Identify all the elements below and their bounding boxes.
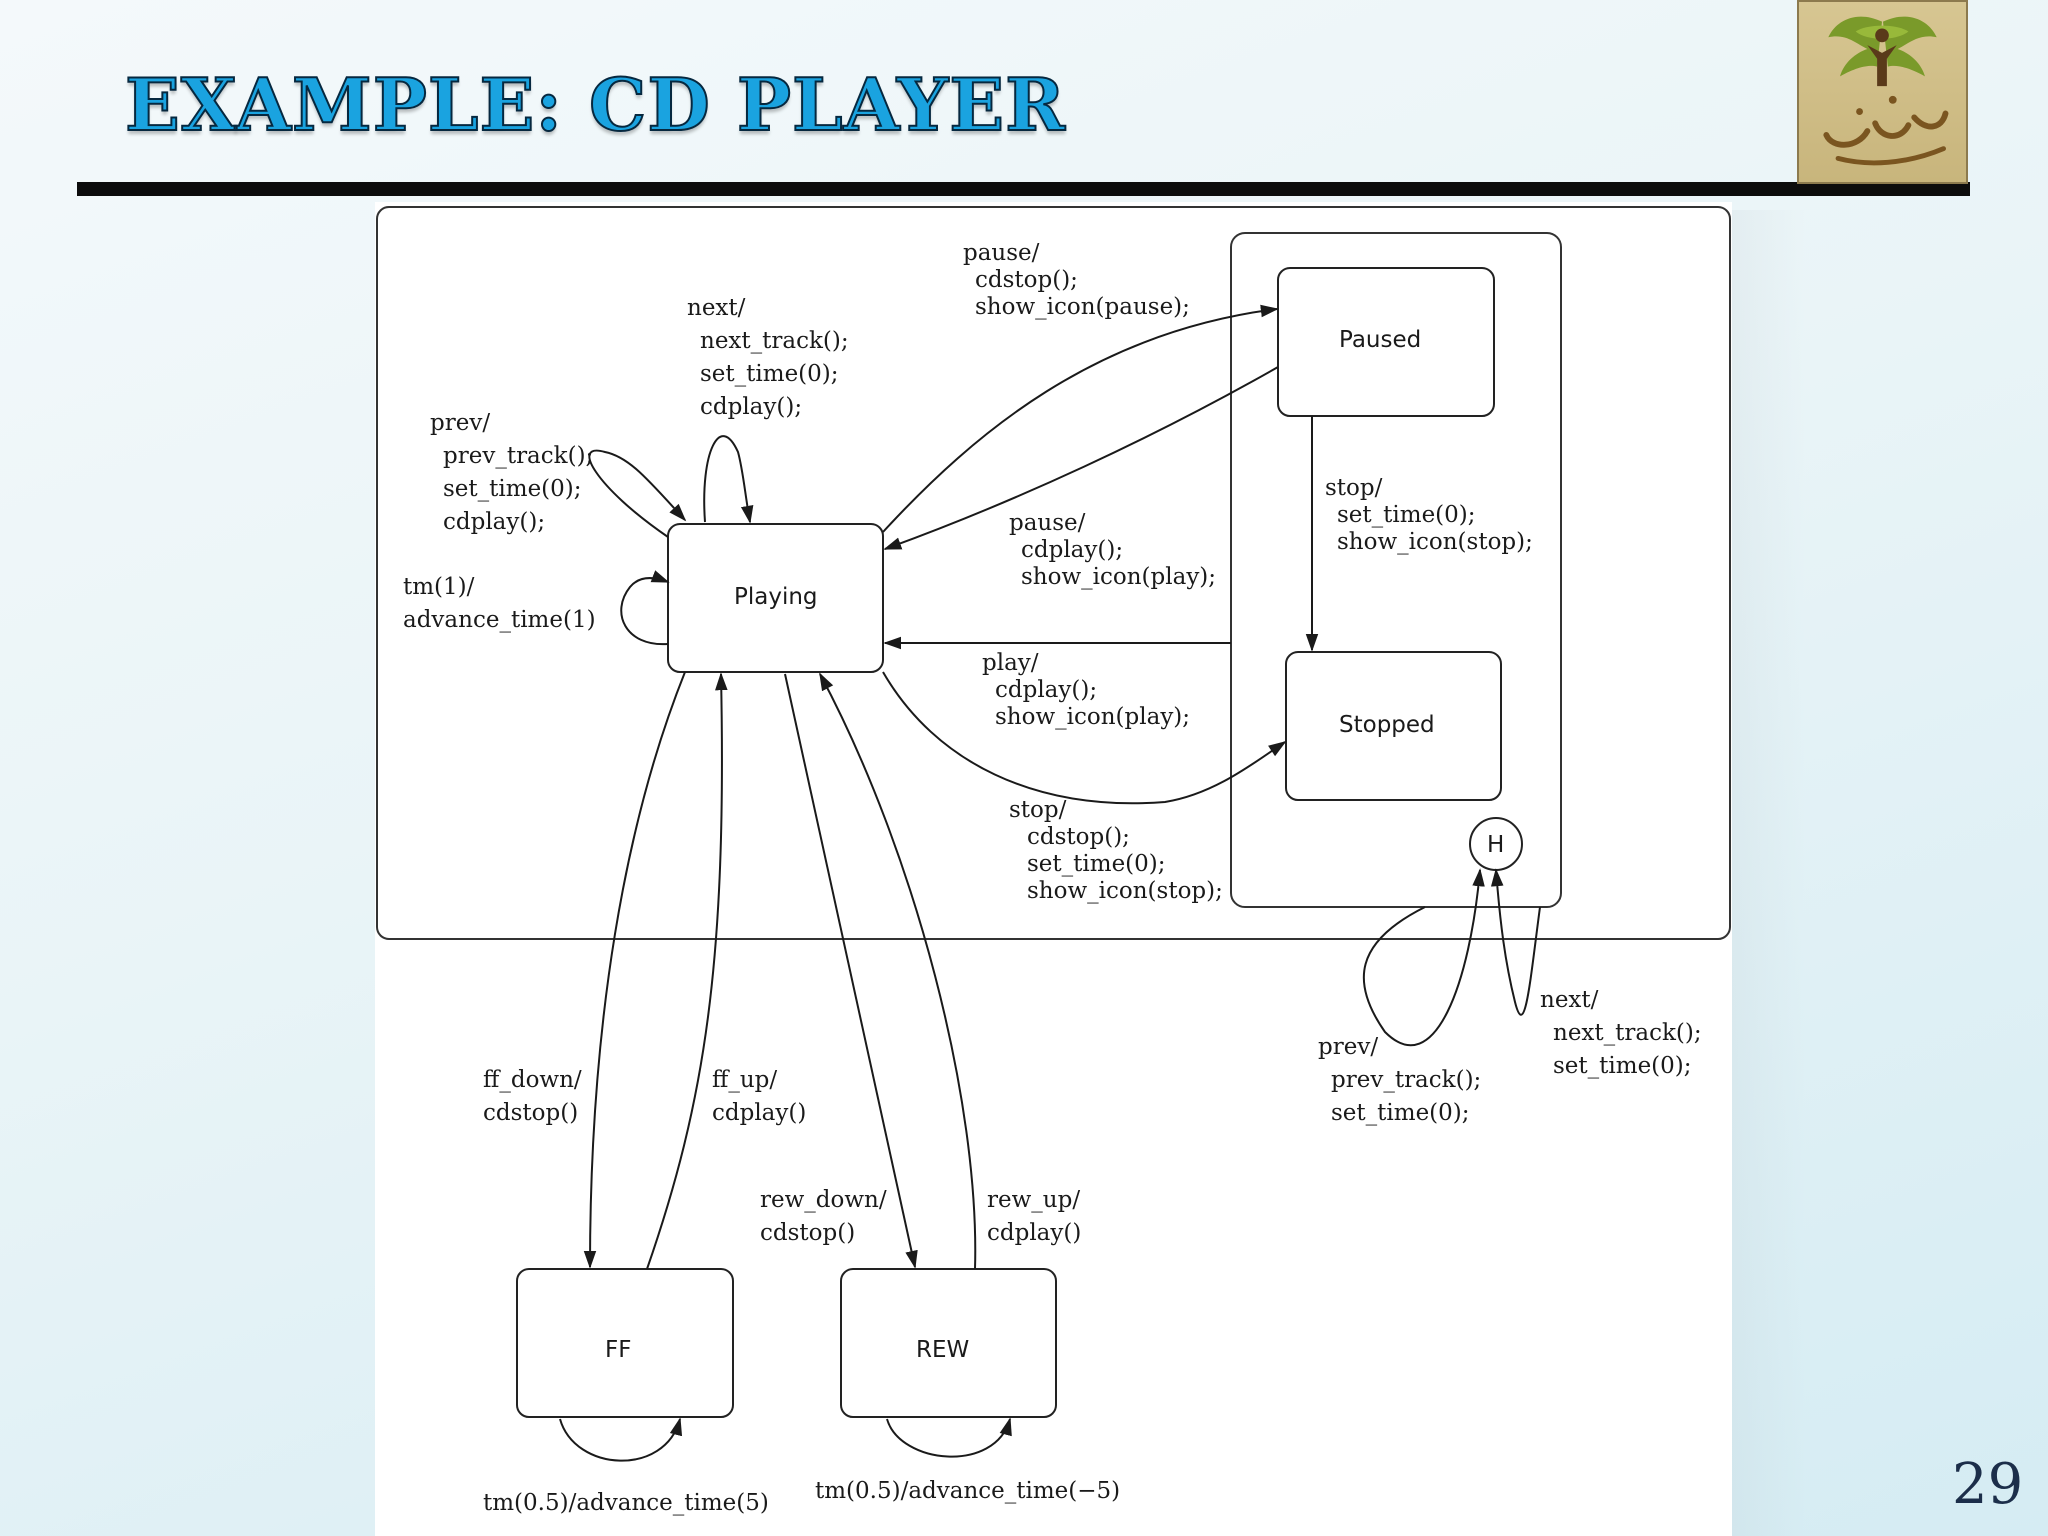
edge-tm-self bbox=[620, 570, 670, 646]
edge-history-next bbox=[1490, 868, 1541, 1016]
svg-text:show_icon(play);: show_icon(play); bbox=[1021, 564, 1216, 590]
edge-ff-tm bbox=[559, 1417, 683, 1462]
svg-text:cdplay();: cdplay(); bbox=[700, 394, 802, 420]
label-rew-down: rew_down/ cdstop() bbox=[760, 1187, 887, 1246]
label-prev-self: prev/ prev_track(); set_time(0); cdplay(… bbox=[430, 410, 593, 535]
svg-text:pause/: pause/ bbox=[963, 240, 1040, 266]
slide-number: 29 bbox=[1952, 1452, 2024, 1517]
svg-text:prev_track();: prev_track(); bbox=[1331, 1067, 1481, 1093]
state-ff-label: FF bbox=[605, 1337, 631, 1363]
svg-text:set_time(0);: set_time(0); bbox=[1027, 851, 1166, 877]
state-stopped bbox=[1285, 651, 1502, 801]
tree-person-logo-icon bbox=[1797, 0, 1968, 184]
label-paused-stop: stop/ set_time(0); show_icon(stop); bbox=[1325, 475, 1533, 555]
edge-next-self bbox=[703, 435, 754, 524]
edge-pause-to-playing bbox=[883, 366, 1279, 550]
on-superstate bbox=[376, 206, 1731, 940]
svg-text:cdstop(): cdstop() bbox=[483, 1100, 578, 1126]
edge-pause-to-paused bbox=[882, 304, 1279, 533]
svg-text:show_icon(play);: show_icon(play); bbox=[995, 704, 1190, 730]
svg-text:next_track();: next_track(); bbox=[700, 328, 849, 354]
label-play-to-playing: play/ cdplay(); show_icon(play); bbox=[982, 650, 1190, 730]
slide-title: EXAMPLE: CD PLAYER bbox=[124, 61, 1066, 148]
edge-prev-self bbox=[588, 449, 687, 538]
state-stopped-label: Stopped bbox=[1339, 712, 1435, 738]
svg-text:ff_up/: ff_up/ bbox=[712, 1067, 777, 1093]
svg-text:set_time(0);: set_time(0); bbox=[443, 476, 582, 502]
svg-text:set_time(0);: set_time(0); bbox=[1337, 502, 1476, 528]
state-playing-label: Playing bbox=[734, 584, 818, 610]
edge-rew-up bbox=[819, 672, 977, 1270]
svg-text:stop/: stop/ bbox=[1009, 797, 1067, 823]
state-rew bbox=[840, 1268, 1057, 1418]
not-playing-superstate bbox=[1230, 232, 1562, 908]
svg-text:next/: next/ bbox=[687, 295, 746, 321]
state-paused bbox=[1277, 267, 1495, 417]
label-ff-tm: tm(0.5)/advance_time(5) bbox=[483, 1490, 769, 1516]
svg-text:cdstop(): cdstop() bbox=[760, 1220, 855, 1246]
svg-text:cdplay();: cdplay(); bbox=[995, 677, 1097, 703]
state-playing bbox=[667, 523, 884, 673]
label-rew-up: rew_up/ cdplay() bbox=[987, 1187, 1081, 1246]
svg-text:set_time(0);: set_time(0); bbox=[700, 361, 839, 387]
label-ff-down: ff_down/ cdstop() bbox=[483, 1067, 582, 1126]
svg-text:prev/: prev/ bbox=[1318, 1034, 1378, 1060]
label-tm-self: tm(1)/ advance_time(1) bbox=[403, 574, 596, 633]
label-rew-tm: tm(0.5)/advance_time(−5) bbox=[815, 1478, 1120, 1504]
svg-text:cdstop();: cdstop(); bbox=[975, 267, 1078, 293]
svg-text:stop/: stop/ bbox=[1325, 475, 1383, 501]
svg-text:cdplay(): cdplay() bbox=[712, 1100, 806, 1126]
label-pause-to-playing: pause/ cdplay(); show_icon(play); bbox=[1009, 510, 1216, 590]
state-ff bbox=[516, 1268, 734, 1418]
svg-text:rew_down/: rew_down/ bbox=[760, 1187, 887, 1213]
svg-text:set_time(0);: set_time(0); bbox=[1331, 1100, 1470, 1126]
svg-text:prev/: prev/ bbox=[430, 410, 490, 436]
history-state-label: H bbox=[1487, 832, 1504, 858]
edge-ff-up bbox=[646, 672, 728, 1270]
label-stop-to-stopped: stop/ cdstop(); set_time(0); show_icon(s… bbox=[1009, 797, 1223, 904]
label-next-self: next/ next_track(); set_time(0); cdplay(… bbox=[687, 295, 849, 420]
svg-text:next/: next/ bbox=[1540, 987, 1599, 1013]
svg-text:set_time(0);: set_time(0); bbox=[1553, 1053, 1692, 1079]
svg-text:prev_track();: prev_track(); bbox=[443, 443, 593, 469]
svg-text:show_icon(stop);: show_icon(stop); bbox=[1337, 529, 1533, 555]
state-rew-label: REW bbox=[916, 1337, 969, 1363]
svg-text:ff_down/: ff_down/ bbox=[483, 1067, 582, 1093]
svg-text:cdplay();: cdplay(); bbox=[443, 509, 545, 535]
svg-text:cdstop();: cdstop(); bbox=[1027, 824, 1130, 850]
svg-text:show_icon(stop);: show_icon(stop); bbox=[1027, 878, 1223, 904]
label-history-next: next/ next_track(); set_time(0); bbox=[1540, 987, 1702, 1079]
svg-text:next_track();: next_track(); bbox=[1553, 1020, 1702, 1046]
svg-text:cdplay();: cdplay(); bbox=[1021, 537, 1123, 563]
svg-text:tm(1)/: tm(1)/ bbox=[403, 574, 475, 600]
edge-stop-to-stopped bbox=[882, 671, 1287, 805]
state-paused-label: Paused bbox=[1339, 327, 1421, 353]
svg-text:advance_time(1): advance_time(1) bbox=[403, 607, 596, 633]
svg-text:play/: play/ bbox=[982, 650, 1039, 676]
svg-text:rew_up/: rew_up/ bbox=[987, 1187, 1080, 1213]
edge-rew-down bbox=[784, 673, 918, 1269]
label-history-prev: prev/ prev_track(); set_time(0); bbox=[1318, 1034, 1481, 1126]
edge-ff-down bbox=[583, 671, 686, 1269]
label-ff-up: ff_up/ cdplay() bbox=[712, 1067, 806, 1126]
cd-player-statechart: Playing Paused Stopped FF REW H prev/ pr… bbox=[375, 202, 1732, 1536]
edge-rew-tm bbox=[886, 1417, 1012, 1458]
label-pause-to-paused: pause/ cdstop(); show_icon(pause); bbox=[963, 240, 1190, 320]
svg-text:show_icon(pause);: show_icon(pause); bbox=[975, 294, 1190, 320]
title-divider bbox=[77, 182, 1970, 196]
svg-text:cdplay(): cdplay() bbox=[987, 1220, 1081, 1246]
svg-text:pause/: pause/ bbox=[1009, 510, 1086, 536]
edge-history-prev bbox=[1362, 868, 1485, 1047]
